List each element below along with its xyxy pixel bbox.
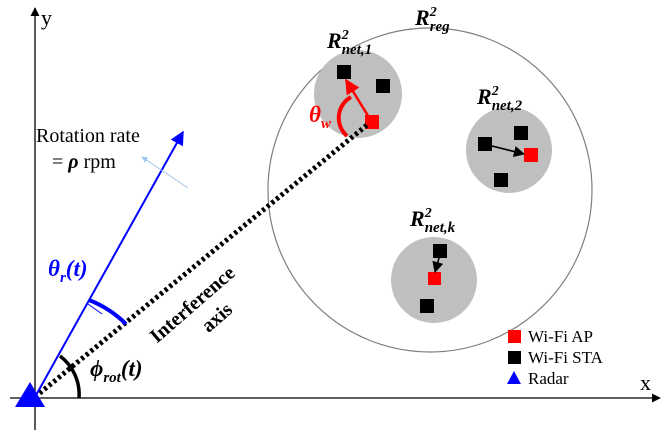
wifi-sta-square	[420, 299, 434, 313]
theta-r-label: θr(t)	[48, 256, 88, 286]
wifi-sta-square	[494, 173, 508, 187]
legend-ap-label: Wi-Fi AP	[528, 327, 593, 346]
phi-rot-arc	[58, 354, 81, 399]
sta-ap-link-arrow	[432, 257, 444, 274]
rotation-direction-arrow	[141, 156, 189, 189]
theta-w-arc	[336, 95, 353, 138]
radar-icon	[15, 382, 45, 407]
wifi-sta-square	[514, 126, 528, 140]
legend-ap-swatch	[508, 330, 521, 343]
theta-r-arc	[88, 298, 128, 326]
phi-rot-label: ϕrot(t)	[90, 356, 143, 386]
wifi-sta-square	[478, 137, 492, 151]
wifi-sta-square	[376, 79, 390, 93]
legend-radar-label: Radar	[528, 369, 569, 388]
legend: Wi-Fi AP Wi-Fi STA Radar	[507, 327, 604, 388]
x-axis-label: x	[640, 370, 651, 395]
legend-sta-swatch	[508, 351, 521, 364]
region-circle	[267, 27, 593, 353]
theta-w-label: θw	[309, 102, 332, 132]
y-axis-label: y	[41, 5, 52, 30]
legend-sta-label: Wi-Fi STA	[528, 348, 604, 367]
legend-radar-swatch	[507, 371, 521, 384]
ap-sta-link-arrow	[344, 78, 372, 120]
interference-label: Interference axis	[146, 259, 260, 367]
wifi-ap-square	[524, 148, 538, 162]
wifi-sta-square	[337, 65, 351, 79]
theta-r-pointer	[87, 303, 103, 315]
wifi-sta-square	[433, 244, 447, 258]
rotation-rate-label: Rotation rate = ρ rpm	[36, 125, 145, 173]
sta-ap-link-arrow	[487, 144, 526, 157]
radar-beam-line	[34, 130, 184, 398]
wifi-ap-square	[428, 272, 441, 285]
